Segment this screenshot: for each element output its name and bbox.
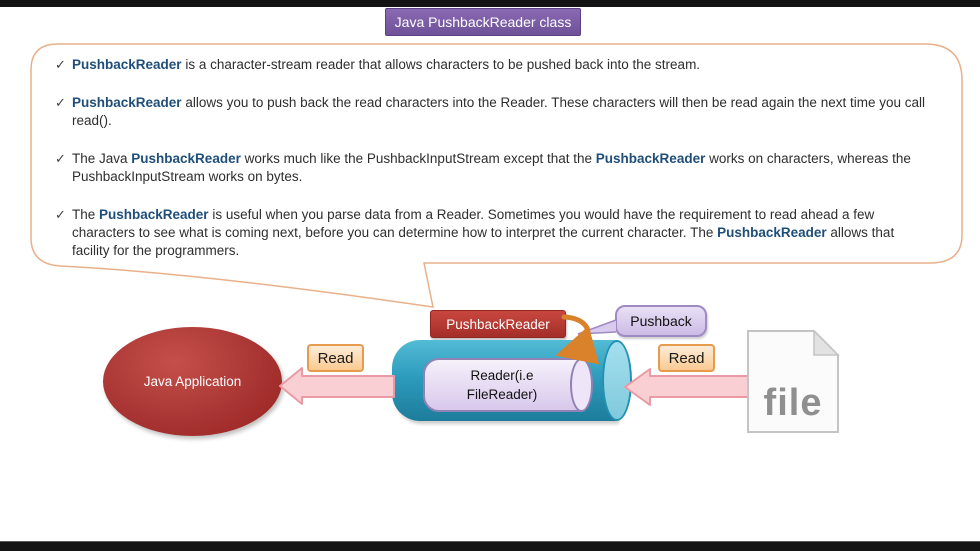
read-label-left: Read	[307, 344, 364, 372]
callout-bullet-text: The Java PushbackReader works much like …	[72, 151, 911, 184]
read-label-right: Read	[658, 344, 715, 372]
filereader-cylinder-body	[423, 358, 581, 412]
callout-bullet: ✓ The PushbackReader is useful when you p…	[55, 206, 933, 260]
java-application-ellipse: Java Application	[103, 327, 282, 436]
read-arrow-right-icon	[624, 368, 751, 406]
check-icon: ✓	[55, 95, 66, 110]
callout-bullet-text: The PushbackReader is useful when you pa…	[72, 207, 895, 258]
check-icon: ✓	[55, 207, 66, 222]
page-title: Java PushbackReader class	[385, 8, 581, 36]
check-icon: ✓	[55, 57, 66, 72]
callout-bullet-list: ✓ PushbackReader is a character-stream re…	[55, 56, 933, 280]
callout-bullet-text: PushbackReader is a character-stream rea…	[72, 57, 701, 72]
letterbox-bottom	[0, 541, 980, 551]
read-arrow-left-icon	[279, 367, 395, 405]
letterbox-top	[0, 0, 980, 7]
pushback-callout-bubble: Pushback	[615, 305, 707, 337]
filereader-cylinder-cap	[570, 358, 593, 412]
file-label: file	[763, 382, 823, 424]
callout-bullet: ✓ PushbackReader is a character-stream re…	[55, 56, 933, 74]
callout-bullet: ✓ The Java PushbackReader works much like…	[55, 150, 933, 186]
pushback-reader-box: PushbackReader	[430, 310, 566, 338]
file-fold-icon	[813, 329, 840, 356]
check-icon: ✓	[55, 151, 66, 166]
reader-cylinder-cap	[602, 340, 632, 421]
filereader-cylinder-label: Reader(i.e FileReader)	[466, 368, 538, 402]
callout-bullet: ✓ PushbackReader allows you to push back …	[55, 94, 933, 130]
callout-bullet-text: PushbackReader allows you to push back t…	[72, 95, 925, 128]
pushback-bubble-tail-icon	[577, 319, 617, 335]
